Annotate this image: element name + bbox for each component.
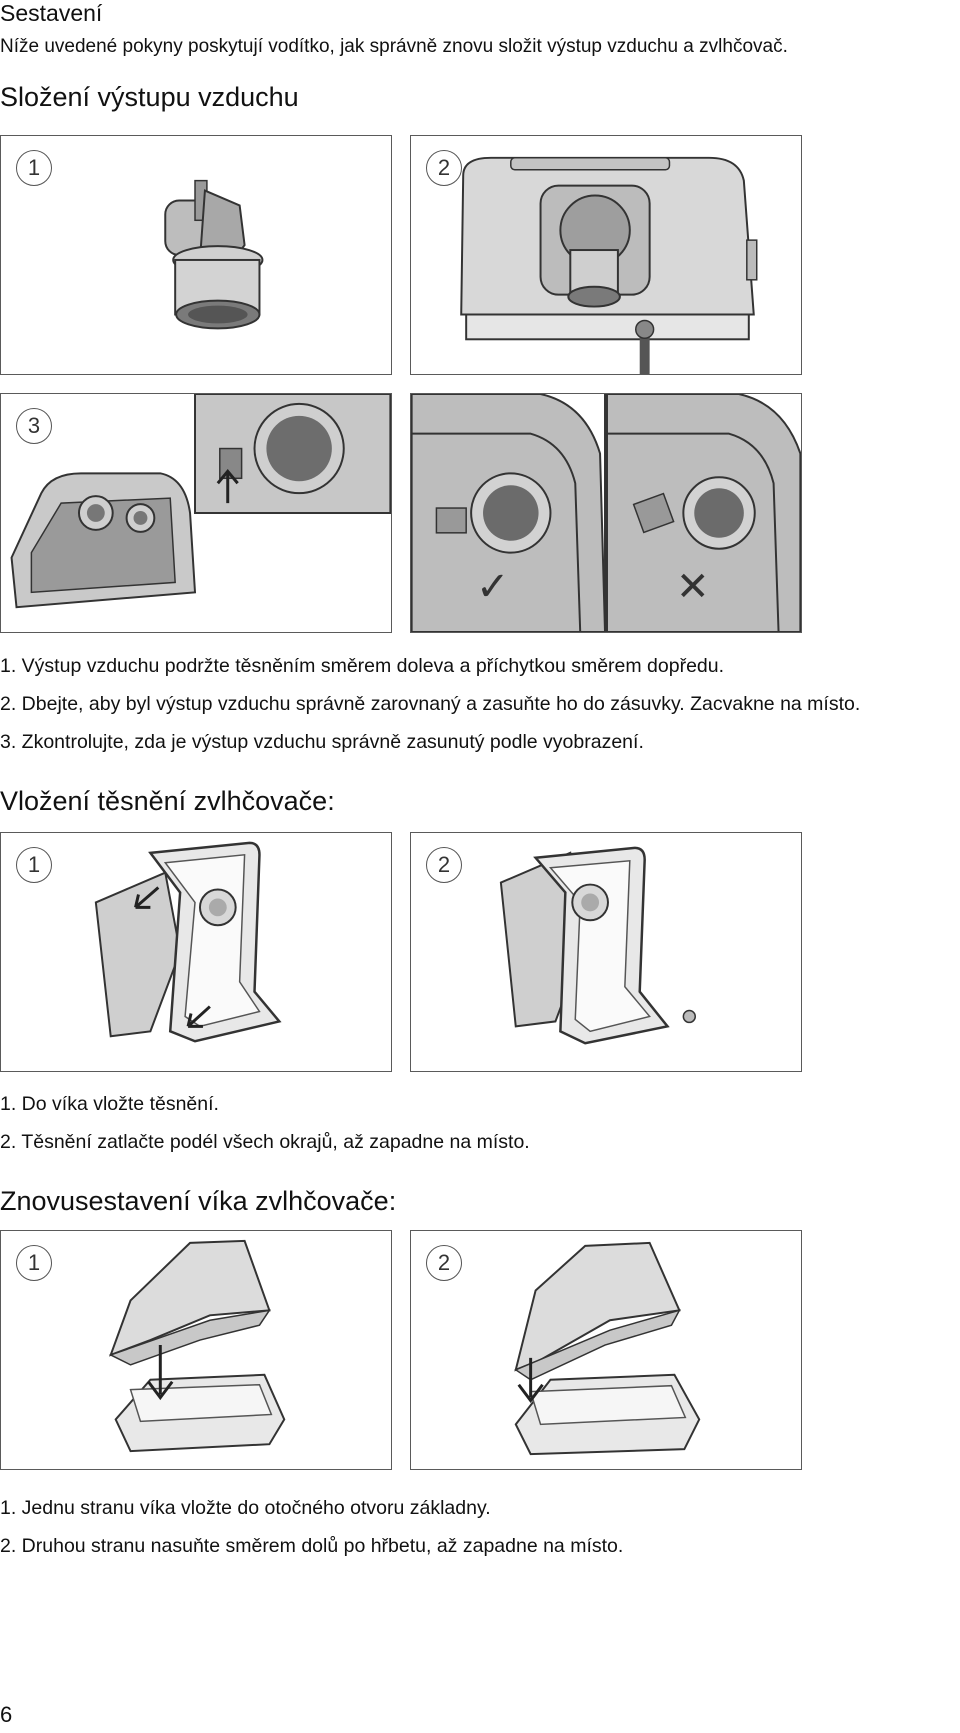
- air-outlet-heading: Složení výstupu vzduchu: [0, 82, 299, 112]
- step-number-badge: 1: [16, 1245, 52, 1281]
- air-outlet-figure-4: ✓ ✕: [410, 393, 802, 633]
- device-insertion-illustration: [10, 394, 391, 609]
- air-outlet-step-2: 2. Dbejte, aby byl výstup vzduchu správn…: [0, 693, 861, 715]
- lid-assembly-illustration: [108, 1239, 286, 1453]
- device-illustration: [460, 156, 758, 374]
- air-outlet-step-3: 3. Zkontrolujte, zda je výstup vzduchu s…: [0, 731, 644, 753]
- air-outlet-figure-1: 1: [0, 135, 392, 375]
- page-number: 6: [0, 1702, 13, 1727]
- step-number-badge: 1: [16, 150, 52, 186]
- cross-icon: ✕: [676, 565, 710, 609]
- seal-step-2: 2. Těsnění zatlačte podél všech okrajů, …: [0, 1131, 530, 1153]
- air-outlet-illustration: [164, 179, 264, 330]
- air-outlet-step-1: 1. Výstup vzduchu podržte těsněním směre…: [0, 655, 725, 677]
- lid-heading: Znovusestavení víka zvlhčovače:: [0, 1186, 397, 1216]
- air-outlet-figure-2: 2: [410, 135, 802, 375]
- lid-seal-illustration: [94, 841, 282, 1043]
- section-title: Sestavení: [0, 0, 103, 26]
- step-number-badge: 1: [16, 847, 52, 883]
- seal-step-1: 1. Do víka vložte těsnění.: [0, 1093, 219, 1115]
- section-intro: Níže uvedené pokyny poskytují vodítko, j…: [0, 36, 788, 57]
- check-icon: ✓: [476, 565, 510, 609]
- step-number-badge: 2: [426, 150, 462, 186]
- step-number-badge: 3: [16, 408, 52, 444]
- seal-heading: Vložení těsnění zvlhčovače:: [0, 786, 335, 816]
- step-number-badge: 2: [426, 1245, 462, 1281]
- lid-seal-installed-illustration: [499, 846, 696, 1045]
- seal-figure-1: 1: [0, 832, 392, 1072]
- lid-figure-2: 2: [410, 1230, 802, 1470]
- seal-figure-2: 2: [410, 832, 802, 1072]
- alignment-comparison-illustration: [411, 394, 801, 632]
- lid-step-2: 2. Druhou stranu nasuňte směrem dolů po …: [0, 1535, 624, 1557]
- lid-step-1: 1. Jednu stranu víka vložte do otočného …: [0, 1497, 491, 1519]
- lid-closing-illustration: [514, 1241, 701, 1456]
- step-number-badge: 2: [426, 847, 462, 883]
- air-outlet-figure-3: 3: [0, 393, 392, 633]
- lid-figure-1: 1: [0, 1230, 392, 1470]
